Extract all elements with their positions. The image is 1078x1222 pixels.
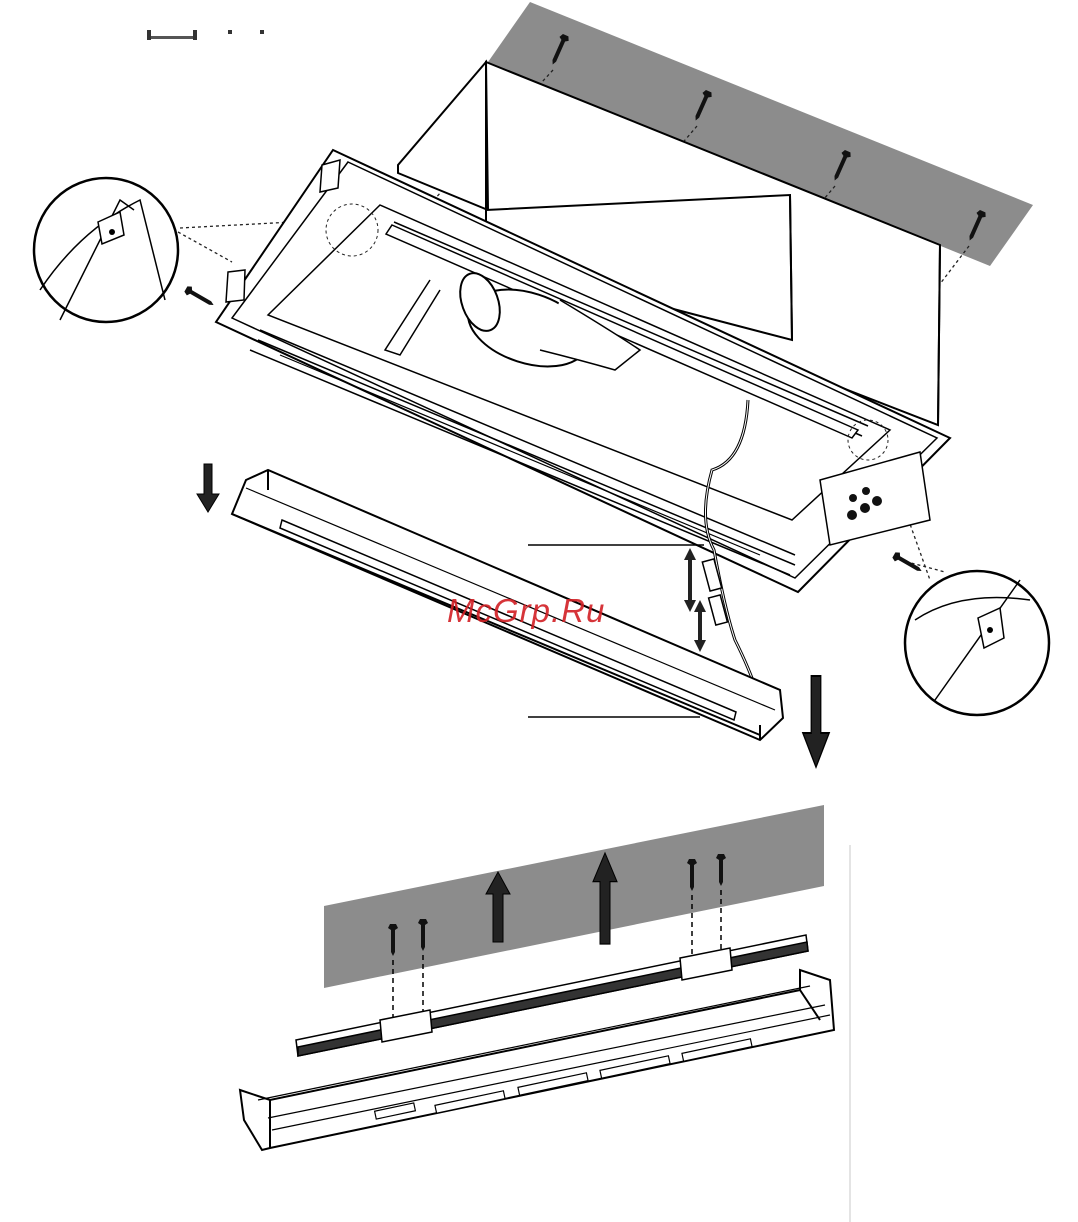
side-screw-left [183,285,216,310]
detail-circle-right [905,571,1049,715]
header-mark [147,30,264,40]
side-screw-right [891,551,924,576]
arrow-down-right [803,676,829,767]
detail-circle-left [34,178,178,322]
arrow-down-left [197,464,219,512]
